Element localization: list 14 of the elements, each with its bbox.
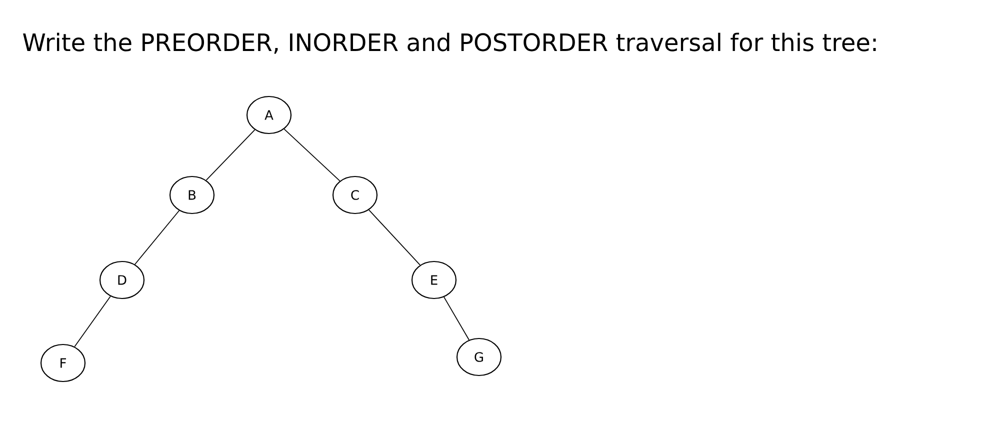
edge-line	[74, 296, 111, 348]
tree-node: G	[456, 338, 502, 376]
tree-node: A	[246, 96, 292, 134]
edge-line	[134, 210, 180, 265]
edge-line	[284, 128, 340, 182]
tree-node: F	[40, 344, 86, 382]
title: Write the PREORDER, INORDER and POSTORDER traversal for this tree:	[23, 32, 876, 54]
tree-node: E	[411, 260, 457, 300]
tree-node: D	[99, 260, 145, 300]
edge-line	[206, 129, 256, 181]
edge-line	[368, 210, 421, 266]
tree-node: C	[332, 176, 378, 214]
edge-line	[444, 296, 470, 340]
tree-node: B	[169, 176, 215, 214]
